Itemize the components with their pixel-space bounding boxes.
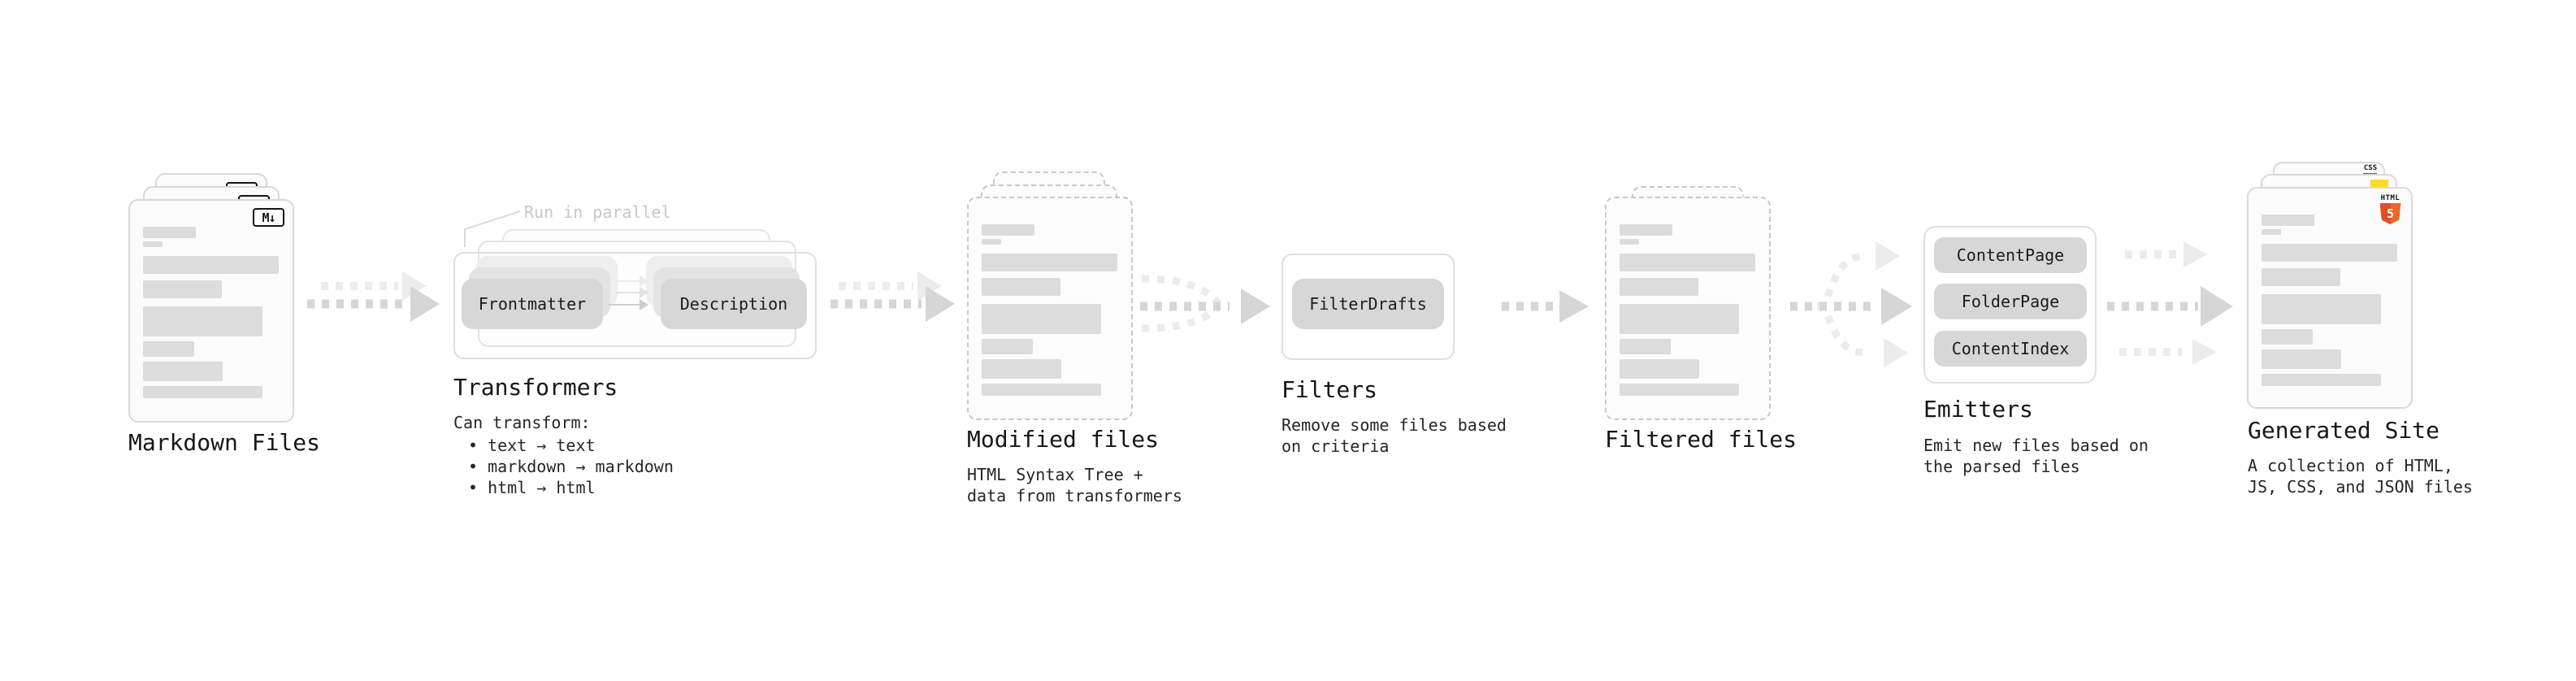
transformers-bullet: • html → html [468,478,596,497]
stage-label-modified-files: Modified files [967,426,1160,453]
transform-arrow-icon [615,287,648,298]
arrow-transformers-to-modified [830,271,955,322]
transformer-pill-frontmatter: Frontmatter [462,279,603,329]
text-line-bar [1620,278,1698,296]
text-line-bar [1620,359,1699,379]
text-line-bar [1620,384,1739,396]
text-line-bar [143,241,163,247]
text-line-bar [982,224,1034,236]
text-line-bar [982,359,1061,379]
run-in-parallel-label: Run in parallel [524,202,671,222]
filters-desc: on criteria [1281,436,1390,456]
text-line-bar [1620,254,1755,271]
text-line-bar [2262,374,2381,386]
filtered-file-card-front [1605,197,1771,420]
stage-label-emitters: Emitters [1923,396,2033,423]
stage-label-filtered-files: Filtered files [1605,426,1798,453]
stage-label-generated-site: Generated Site [2248,417,2440,444]
text-line-bar [2262,268,2340,286]
arrow-emitters-to-site [2107,241,2233,365]
arrow-filtered-to-emitters [1790,241,1912,367]
text-line-bar [143,362,223,381]
text-line-bar [143,227,196,238]
text-line-bar [2262,329,2313,345]
html5-icon: HTML 5 [2379,194,2401,224]
text-line-bar [143,386,262,398]
emitters-desc: the parsed files [1923,457,2080,476]
transformers-bullet: • text → text [468,436,596,455]
callout-line [464,210,521,247]
text-line-bar [1620,304,1739,334]
generated-site-desc: JS, CSS, and JSON files [2248,477,2473,497]
arrow-filters-to-filtered [1502,290,1589,323]
modified-file-card-front [967,197,1133,420]
text-line-bar [982,278,1060,296]
generated-site-desc: A collection of HTML, [2248,456,2453,475]
transform-arrow-icon [615,275,648,287]
stage-label-transformers: Transformers [453,374,618,401]
transformer-layer-front [453,252,817,359]
text-line-bar [2262,349,2341,369]
text-line-bar [982,339,1033,354]
stage-label-filters: Filters [1281,376,1378,403]
emitter-pill-contentpage: ContentPage [1934,237,2087,273]
markdown-icon: M↓ [253,208,284,227]
text-line-bar [982,239,1001,245]
site-file-card-html: HTML 5 [2247,187,2413,409]
stage-label-markdown-files: Markdown Files [128,429,321,456]
transformers-bullet: • markdown → markdown [468,457,674,476]
markdown-file-card-front: M↓ [128,199,294,423]
emitter-pill-folderpage: FolderPage [1934,284,2087,319]
text-line-bar [2262,229,2281,235]
modified-files-desc: HTML Syntax Tree + [967,465,1143,484]
text-line-bar [982,254,1117,271]
text-line-bar [982,384,1101,396]
text-line-bar [982,304,1101,334]
text-line-bar [143,306,262,336]
text-line-bar [2262,244,2397,262]
transformers-note-title: Can transform: [453,413,591,432]
arrow-modified-to-filters [1140,275,1270,332]
text-line-bar [2262,294,2381,324]
html5-shield-icon: 5 [2379,203,2401,224]
filters-desc: Remove some files based [1281,415,1507,435]
emitters-desc: Emit new files based on [1923,436,2149,455]
text-line-bar [143,280,222,298]
text-line-bar [143,256,279,274]
modified-files-desc: data from transformers [967,486,1182,505]
text-line-bar [143,341,194,357]
filter-pill-filterdrafts: FilterDrafts [1292,279,1444,329]
text-line-bar [1620,339,1671,354]
arrow-markdown-to-transformers [307,271,440,322]
text-line-bar [2262,215,2314,226]
transformer-pill-description: Description [661,279,807,329]
emitter-pill-contentindex: ContentIndex [1934,331,2087,367]
transform-arrow-icon [609,299,648,310]
text-line-bar [1620,224,1672,236]
text-line-bar [1620,239,1639,245]
